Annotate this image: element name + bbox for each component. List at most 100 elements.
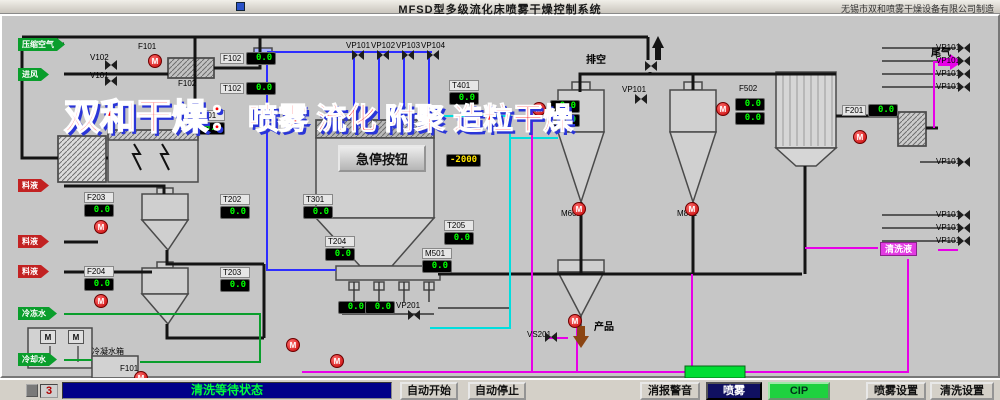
footer-button-1[interactable]: 自动停止 [468,382,526,400]
equipment-label-10: F502 [739,84,758,93]
display-value: 0.0 [84,204,114,217]
valve-icon-4[interactable] [402,50,414,60]
display-tag: T301 [303,194,333,205]
manufacturer-label: 无锡市双和喷雾干燥设备有限公司制造 [840,4,994,14]
app-icon [236,2,245,11]
status-message-bar: 清洗等待状态 [62,382,392,399]
valve-icon-17[interactable] [545,332,557,342]
equipment-label-1: V101 [90,71,109,80]
display-value: -2000 [446,154,482,167]
valve-icon-0[interactable] [105,60,117,70]
display-value: 0.0 [195,122,225,135]
instrument-display-4: -2000 [446,154,482,167]
stream-arrow-5: 冷冻水 [18,307,57,320]
valve-icon-11[interactable] [958,82,970,92]
control-bar: 3 清洗等待状态 自动开始自动停止 消报警音喷雾 CIP 喷雾设置清洗设置 [0,378,1000,400]
display-tag: T204 [325,236,355,247]
pump-icon-1[interactable]: M [94,220,108,234]
footer-button-6[interactable]: 清洗设置 [930,382,994,400]
footer-button-5[interactable]: 喷雾设置 [866,382,926,400]
pump-icon-4[interactable]: M [716,102,730,116]
instrument-display-11: 0.0 [550,100,580,113]
instrument-display-17: 0.0 [365,301,395,314]
equipment-label-17: VP101 [936,210,961,219]
valve-icon-2[interactable] [352,50,364,60]
emergency-stop-button[interactable]: 急停按钮 [338,145,426,172]
pump-icon-10[interactable]: M [330,354,344,368]
valve-icon-7[interactable] [635,94,647,104]
equipment-label-15: VP101 [936,82,961,91]
display-tag: F102 [220,53,245,64]
pump-icon-8[interactable]: M [568,314,582,328]
stream-arrow-3: 料液 [18,235,49,248]
equipment-label-14: VP101 [936,69,961,78]
valve-icon-9[interactable] [958,56,970,66]
valve-icon-6[interactable] [645,61,657,71]
footer-button-0[interactable]: 自动开始 [400,382,458,400]
equipment-label-27: 清洗液 [880,242,918,256]
valve-icon-10[interactable] [958,69,970,79]
equipment-label-8: 排空 [586,55,606,66]
footer-button-3[interactable]: 喷雾 [706,382,762,400]
valve-icon-8[interactable] [958,43,970,53]
equipment-label-20: M601 [561,209,582,218]
pump-icon-6[interactable]: M [572,202,586,216]
display-tag: T201 [195,110,225,121]
pump-icon-2[interactable]: M [94,294,108,308]
display-tag: F201 [842,105,867,116]
instrument-display-16: 0.0 [338,301,368,314]
equipment-label-19: VP101 [936,236,961,245]
agitator-icon-1: M [68,330,84,344]
equipment-label-24: 产品 [594,322,614,333]
display-value: 0.0 [325,248,355,261]
display-tag: T203 [220,267,250,278]
pump-icon-9[interactable]: M [286,338,300,352]
equipment-label-25: 冷凝水箱 [92,347,124,356]
equipment-label-2: F101 [138,42,157,51]
valve-icon-15[interactable] [958,236,970,246]
pump-icon-5[interactable]: M [853,130,867,144]
valve-icon-3[interactable] [377,50,389,60]
display-value: 0.0 [220,279,250,292]
valve-icon-14[interactable] [958,223,970,233]
equipment-label-7: VP104 [421,41,446,50]
display-value: 0.0 [422,260,452,273]
status-icon[interactable] [26,384,38,397]
stream-arrow-1: 进风 [18,68,49,81]
pump-icon-3[interactable]: M [532,102,546,116]
valve-icon-5[interactable] [427,50,439,60]
equipment-label-13: VP101 [936,56,961,65]
equipment-label-3: F102 [178,79,197,88]
display-value: 0.0 [550,100,580,113]
pump-icon-7[interactable]: M [685,202,699,216]
equipment-label-12: VP101 [936,43,961,52]
valve-icon-1[interactable] [105,76,117,86]
stream-arrow-6: 冷却水 [18,353,57,366]
stream-arrow-0: 压缩空气 [18,38,65,51]
equipment-label-26: F101 [120,364,139,373]
instrument-display-13: 0.0 [735,98,765,111]
footer-button-4[interactable]: CIP [768,382,830,400]
instrument-display-12: 0.0 [550,114,580,127]
display-value: 0.0 [444,232,474,245]
valve-icon-13[interactable] [958,210,970,220]
stream-arrow-4: 料液 [18,265,49,278]
alarm-counter: 3 [40,384,58,398]
valve-icon-16[interactable] [408,310,420,320]
pump-icon-0[interactable]: M [148,54,162,68]
valve-icon-12[interactable] [958,157,970,167]
display-value: 0.0 [338,301,368,314]
display-value: 0.0 [868,104,899,117]
display-tag: T401 [449,80,479,91]
equipment-label-5: VP102 [371,41,396,50]
display-tag: F203 [84,192,114,203]
footer-button-2[interactable]: 消报警音 [640,382,700,400]
